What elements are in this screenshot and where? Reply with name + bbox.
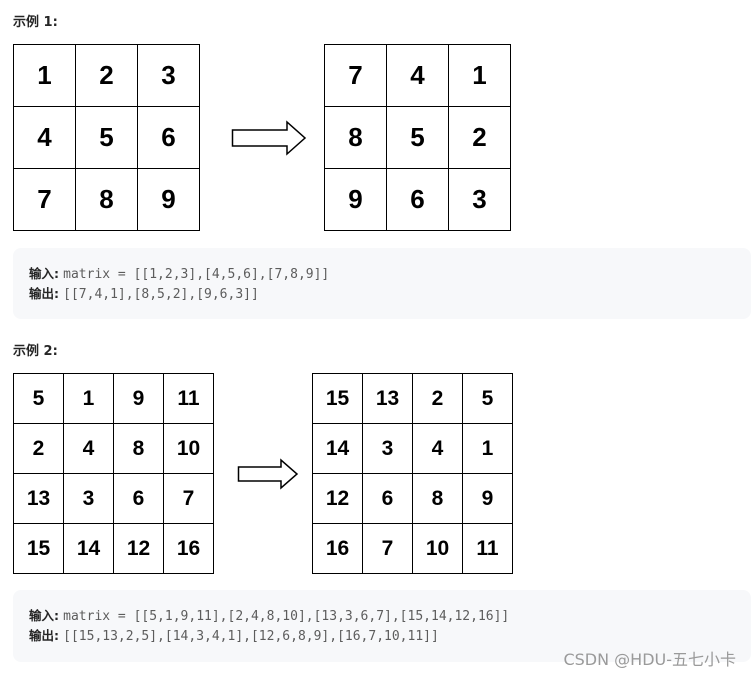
- watermark: CSDN @HDU-五七小卡: [563, 650, 736, 669]
- matrix-cell: 10: [413, 524, 463, 574]
- example-2-code-block: 输入: matrix = [[5,1,9,11],[2,4,8,10],[13,…: [13, 590, 751, 662]
- example-1-output-line: 输出: [[7,4,1],[8,5,2],[9,6,3]]: [29, 284, 751, 304]
- matrix-cell: 9: [138, 169, 200, 231]
- input-label: 输入:: [29, 266, 59, 281]
- matrix-cell: 7: [14, 169, 76, 231]
- matrix-cell: 7: [325, 45, 387, 107]
- matrix-cell: 8: [114, 424, 164, 474]
- matrix-cell: 10: [164, 424, 214, 474]
- right-arrow-icon: [231, 120, 307, 156]
- input-value: matrix = [[1,2,3],[4,5,6],[7,8,9]]: [63, 267, 330, 282]
- matrix-cell: 9: [463, 474, 513, 524]
- matrix-cell: 2: [14, 424, 64, 474]
- matrix-cell: 3: [138, 45, 200, 107]
- matrix-cell: 4: [64, 424, 114, 474]
- matrix-cell: 14: [313, 424, 363, 474]
- matrix-cell: 11: [463, 524, 513, 574]
- matrix-cell: 7: [164, 474, 214, 524]
- example-1-heading: 示例 1:: [13, 15, 58, 30]
- matrix-cell: 6: [114, 474, 164, 524]
- matrix-cell: 1: [463, 424, 513, 474]
- matrix-cell: 5: [14, 374, 64, 424]
- example-1-input-line: 输入: matrix = [[1,2,3],[4,5,6],[7,8,9]]: [29, 264, 751, 284]
- matrix-cell: 1: [64, 374, 114, 424]
- matrix-cell: 2: [76, 45, 138, 107]
- matrix-cell: 4: [387, 45, 449, 107]
- matrix-cell: 8: [325, 107, 387, 169]
- matrix-cell: 4: [413, 424, 463, 474]
- matrix-cell: 12: [313, 474, 363, 524]
- matrix-cell: 2: [413, 374, 463, 424]
- matrix-cell: 16: [313, 524, 363, 574]
- matrix-cell: 1: [14, 45, 76, 107]
- matrix-cell: 13: [14, 474, 64, 524]
- input-label: 输入:: [29, 608, 59, 623]
- example-1-code-block: 输入: matrix = [[1,2,3],[4,5,6],[7,8,9]] 输…: [13, 248, 751, 319]
- matrix-cell: 14: [64, 524, 114, 574]
- matrix-cell: 6: [387, 169, 449, 231]
- output-label: 输出:: [29, 286, 59, 301]
- matrix-cell: 2: [449, 107, 511, 169]
- matrix-cell: 5: [387, 107, 449, 169]
- matrix-cell: 8: [76, 169, 138, 231]
- matrix-cell: 5: [76, 107, 138, 169]
- matrix-cell: 3: [449, 169, 511, 231]
- matrix-cell: 15: [313, 374, 363, 424]
- matrix-cell: 1: [449, 45, 511, 107]
- example-2-input-line: 输入: matrix = [[5,1,9,11],[2,4,8,10],[13,…: [29, 606, 751, 626]
- matrix-cell: 7: [363, 524, 413, 574]
- example-2-heading: 示例 2:: [13, 344, 58, 359]
- input-value: matrix = [[5,1,9,11],[2,4,8,10],[13,3,6,…: [63, 609, 510, 624]
- matrix-cell: 6: [138, 107, 200, 169]
- output-label: 输出:: [29, 628, 59, 643]
- matrix-cell: 5: [463, 374, 513, 424]
- matrix-cell: 9: [114, 374, 164, 424]
- matrix-cell: 16: [164, 524, 214, 574]
- matrix-cell: 3: [64, 474, 114, 524]
- matrix-cell: 13: [363, 374, 413, 424]
- matrix-cell: 11: [164, 374, 214, 424]
- matrix-cell: 4: [14, 107, 76, 169]
- matrix-cell: 8: [413, 474, 463, 524]
- right-arrow-icon: [237, 458, 299, 490]
- matrix-cell: 9: [325, 169, 387, 231]
- matrix-cell: 6: [363, 474, 413, 524]
- output-value: [[7,4,1],[8,5,2],[9,6,3]]: [63, 287, 259, 302]
- matrix-cell: 3: [363, 424, 413, 474]
- output-value: [[15,13,2,5],[14,3,4,1],[12,6,8,9],[16,7…: [63, 629, 439, 644]
- matrix-cell: 12: [114, 524, 164, 574]
- example-2-output-line: 输出: [[15,13,2,5],[14,3,4,1],[12,6,8,9],[…: [29, 626, 751, 646]
- matrix-cell: 15: [14, 524, 64, 574]
